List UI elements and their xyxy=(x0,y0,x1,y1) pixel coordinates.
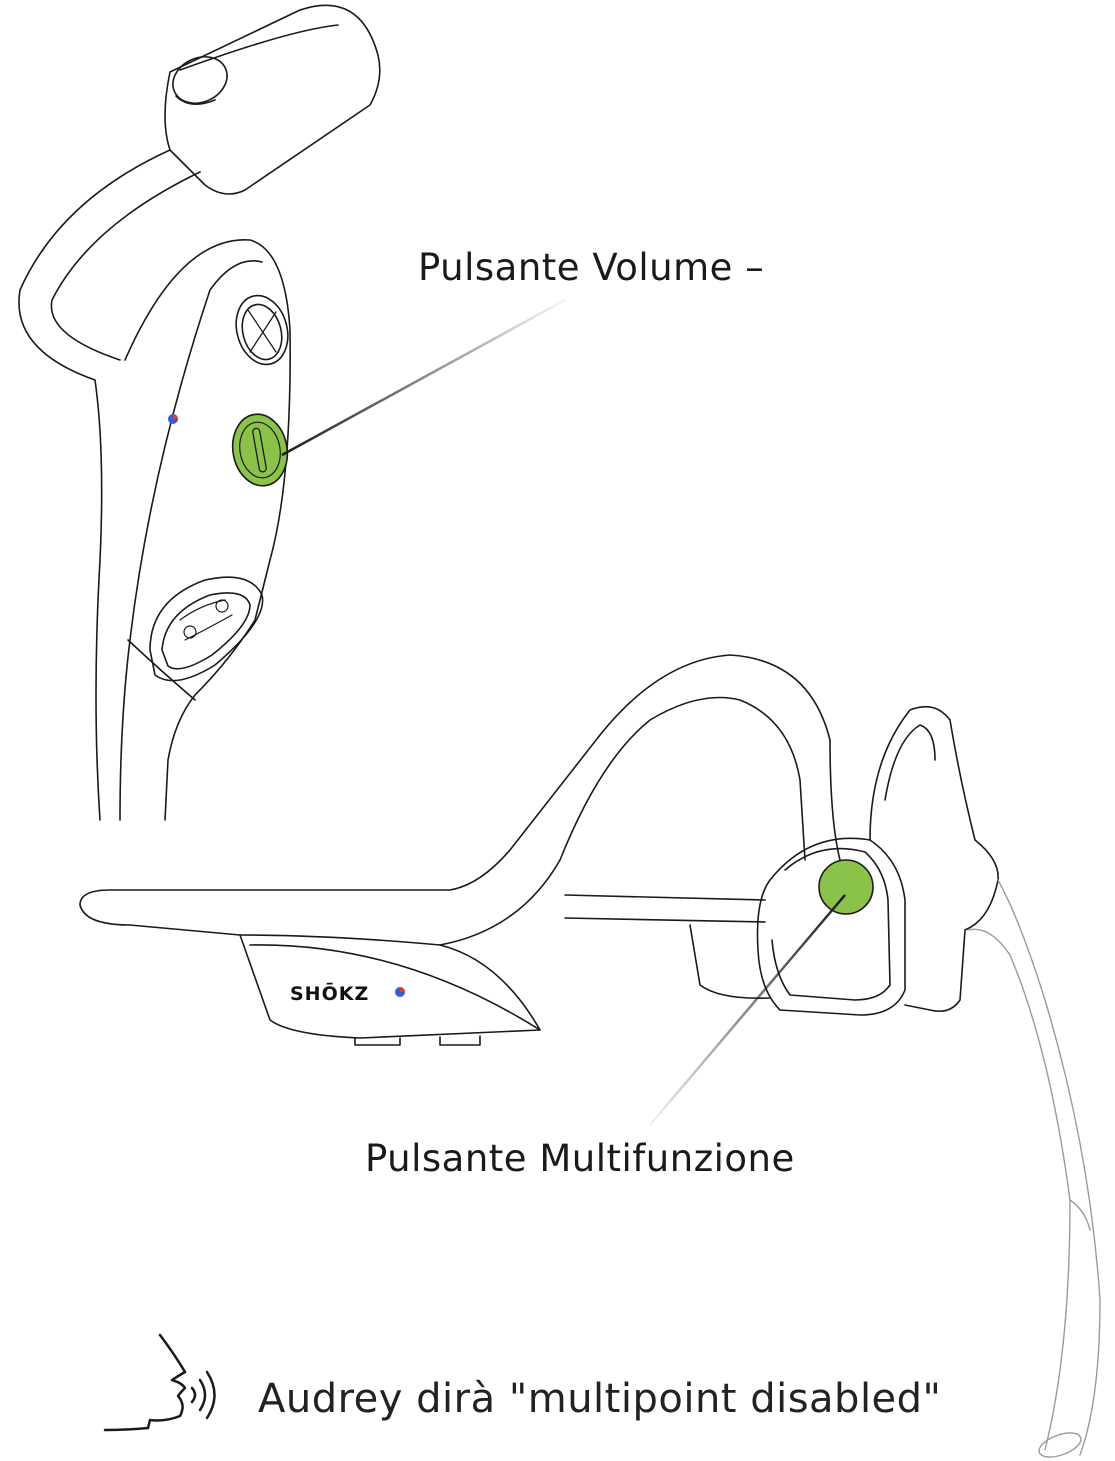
led-indicator-bottom xyxy=(395,987,405,997)
speaking-head-icon xyxy=(105,1335,215,1430)
microphone-boom xyxy=(968,880,1100,1461)
brand-logo: SHŌKZ xyxy=(290,983,369,1005)
voice-prompt-text: Audrey dirà "multipoint disabled" xyxy=(258,1376,941,1422)
multifunction-button[interactable] xyxy=(819,860,873,914)
multifunction-leader-line xyxy=(650,895,845,1125)
multifunction-label: Pulsante Multifunzione xyxy=(365,1137,795,1180)
volume-minus-button[interactable] xyxy=(227,410,293,490)
led-indicator-top xyxy=(168,414,178,424)
headphone-closeup xyxy=(19,5,380,820)
volume-leader-line xyxy=(282,300,565,455)
headphone-side-view xyxy=(80,655,998,1045)
volume-minus-label: Pulsante Volume – xyxy=(418,246,764,289)
